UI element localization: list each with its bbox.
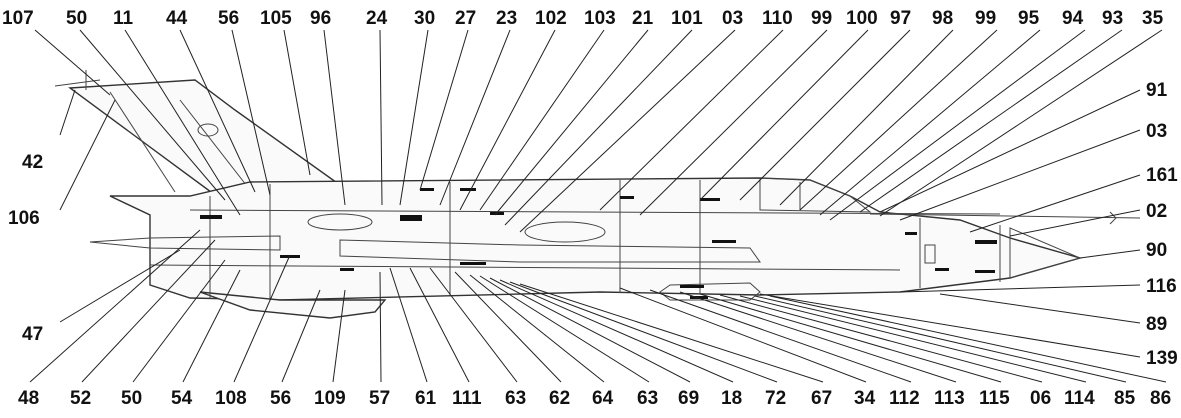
callout-label: 161 [1146, 165, 1178, 186]
callout-label: 116 [1146, 276, 1177, 297]
callout-label: 61 [415, 388, 437, 409]
callout-label: 107 [2, 8, 34, 29]
callout-label: 03 [1146, 121, 1167, 142]
callout-label: 06 [1030, 388, 1051, 409]
left-labels: 42 106 47 [8, 152, 43, 345]
callout-label: 105 [260, 8, 292, 29]
callout-label: 67 [811, 388, 832, 409]
callout-label: 86 [1150, 388, 1171, 409]
callout-label: 103 [584, 8, 616, 29]
callout-label: 23 [496, 8, 517, 29]
callout-label: 115 [979, 388, 1010, 409]
callout-label: 02 [1146, 201, 1167, 222]
callout-label: 27 [455, 8, 476, 29]
callout-label: 112 [889, 388, 920, 409]
callout-label: 99 [811, 8, 832, 29]
callout-label: 42 [22, 152, 43, 173]
callout-label: 97 [890, 8, 911, 29]
bottom-labels: 48 52 50 54 108 56 109 57 61 111 63 62 6… [18, 388, 1171, 409]
callout-label: 90 [1146, 240, 1167, 261]
callout-label: 62 [549, 388, 570, 409]
callout-label: 64 [592, 388, 614, 409]
callout-label: 56 [270, 388, 291, 409]
callout-label: 110 [762, 8, 793, 29]
callout-label: 56 [218, 8, 239, 29]
callout-label: 113 [934, 388, 965, 409]
callout-label: 24 [366, 8, 388, 29]
callout-label: 98 [932, 8, 953, 29]
callout-label: 95 [1018, 8, 1040, 29]
callout-label: 30 [414, 8, 435, 29]
callout-label: 57 [369, 388, 390, 409]
callout-label: 34 [854, 388, 876, 409]
tail-fin [68, 79, 342, 196]
stencil-marks [200, 188, 997, 299]
callout-label: 100 [846, 8, 878, 29]
callout-label: 91 [1146, 80, 1168, 101]
callout-label: 52 [70, 388, 91, 409]
callout-label: 109 [314, 388, 346, 409]
callout-label: 108 [215, 388, 247, 409]
callout-label: 21 [632, 8, 654, 29]
callout-label: 18 [721, 388, 742, 409]
callout-label: 114 [1064, 388, 1095, 409]
canopy [759, 177, 872, 213]
callout-label: 106 [8, 208, 40, 229]
callout-label: 72 [765, 388, 786, 409]
callout-label: 101 [671, 8, 703, 29]
callout-label: 102 [535, 8, 567, 29]
leader-lines [29, 29, 1167, 383]
aircraft-side-view [54, 70, 1141, 319]
callout-label: 89 [1146, 314, 1167, 335]
callout-label: 93 [1102, 8, 1123, 29]
callout-label: 11 [113, 8, 134, 29]
callout-label: 47 [22, 324, 43, 345]
callout-label: 54 [171, 388, 193, 409]
ventral-fin [199, 291, 387, 319]
callout-label: 111 [452, 388, 482, 409]
callout-label: 44 [166, 8, 188, 29]
callout-label: 35 [1142, 8, 1164, 29]
callout-label: 94 [1062, 8, 1084, 29]
callout-label: 50 [121, 388, 142, 409]
callout-label: 03 [722, 8, 743, 29]
callout-label: 139 [1146, 348, 1178, 369]
callout-label: 99 [975, 8, 996, 29]
callout-label: 50 [66, 8, 87, 29]
wing [339, 239, 761, 263]
callout-label: 69 [678, 388, 699, 409]
callout-label: 48 [18, 388, 39, 409]
callout-label: 85 [1114, 388, 1136, 409]
right-labels: 91 03 161 02 90 116 89 139 [1146, 80, 1178, 369]
callout-label: 63 [637, 388, 658, 409]
callout-label: 63 [505, 388, 526, 409]
callout-label: 96 [310, 8, 331, 29]
stabilizer [89, 235, 281, 251]
top-labels: 107 50 11 44 56 105 96 24 30 27 23 102 1… [2, 8, 1164, 29]
